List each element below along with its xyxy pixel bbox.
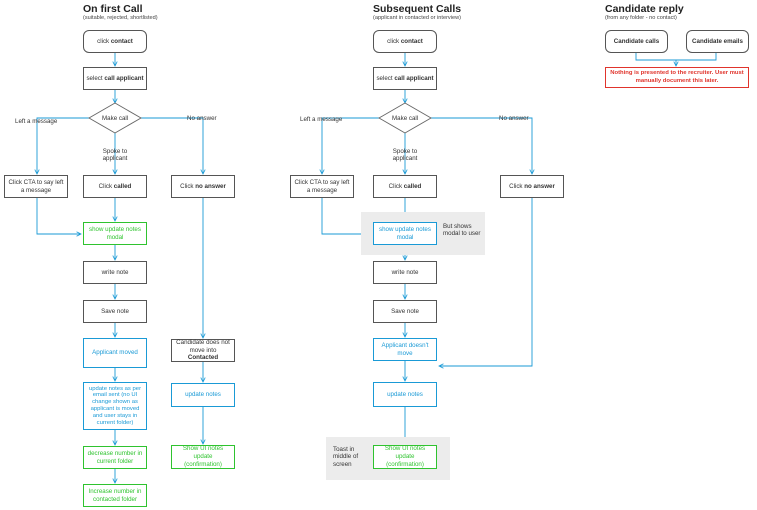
click-contact-step: click contact bbox=[373, 30, 437, 53]
update-notes-step: update notes bbox=[373, 382, 437, 407]
update-notes-step: update notes bbox=[171, 383, 235, 407]
modal-note: But shows modal to user bbox=[443, 223, 481, 238]
candidate-emails-step: Candidate emails bbox=[686, 30, 749, 53]
select-call-applicant-step: select call applicant bbox=[83, 67, 147, 90]
write-note-step: write note bbox=[83, 261, 147, 284]
select-call-applicant-step: select call applicant bbox=[373, 67, 437, 90]
applicant-doesnt-move-step: Applicant doesn't move bbox=[373, 338, 437, 361]
candidate-reply-title: Candidate reply bbox=[605, 3, 684, 15]
subsequent-calls-subtitle: (applicant in contacted or interview) bbox=[373, 15, 461, 21]
connector bbox=[36, 198, 81, 234]
click-called-step: Click called bbox=[373, 175, 437, 198]
connector bbox=[322, 117, 379, 174]
show-update-notes-modal-step: show update notes modal bbox=[83, 222, 147, 245]
click-called-step: Click called bbox=[83, 175, 147, 198]
write-note-step: write note bbox=[373, 261, 437, 284]
cta-left-message-step: Click CTA to say left a message bbox=[290, 175, 354, 198]
connector bbox=[37, 117, 89, 174]
connector bbox=[676, 53, 717, 66]
show-ui-notes-update-step: Show UI notes update (confirmation) bbox=[171, 445, 235, 469]
show-ui-notes-update-step: Show UI notes update (confirmation) bbox=[373, 445, 437, 469]
candidate-reply-subtitle: (from any folder - no contact) bbox=[605, 15, 677, 21]
spoke-to-applicant-label: Spoke to applicant bbox=[392, 148, 418, 162]
left-message-label: Left a message bbox=[15, 118, 58, 125]
decrease-number-step: decrease number in current folder bbox=[83, 446, 147, 469]
save-note-step: Save note bbox=[373, 300, 437, 323]
left-message-label: Left a message bbox=[300, 116, 343, 123]
make-call-label: Make call bbox=[392, 115, 419, 122]
applicant-moved-step: Applicant moved bbox=[83, 338, 147, 368]
make-call-diamond bbox=[378, 102, 432, 134]
candidate-not-moved-step: Candidate does not move into Contacted bbox=[171, 339, 235, 362]
no-answer-label: No answer bbox=[187, 115, 217, 122]
first-call-title: On first Call bbox=[83, 3, 143, 15]
click-no-answer-step: Click no answer bbox=[500, 175, 564, 198]
subsequent-calls-title: Subsequent Calls bbox=[373, 3, 462, 15]
nothing-presented-warning: Nothing is presented to the recruiter. U… bbox=[605, 67, 749, 88]
save-note-step: Save note bbox=[83, 300, 147, 323]
click-contact-step: click contact bbox=[83, 30, 147, 53]
first-call-subtitle: (suitable, rejected, shortlisted) bbox=[83, 15, 158, 21]
update-notes-email-step: update notes as per email sent (no UI ch… bbox=[83, 382, 147, 430]
connector bbox=[635, 53, 676, 61]
cta-left-message-step: Click CTA to say left a message bbox=[4, 175, 68, 198]
candidate-calls-step: Candidate calls bbox=[605, 30, 668, 53]
connector bbox=[431, 117, 532, 174]
increase-number-step: Increase number in contacted folder bbox=[83, 484, 147, 507]
make-call-diamond bbox=[88, 102, 142, 134]
click-no-answer-step: Click no answer bbox=[171, 175, 235, 198]
show-update-notes-modal-step: show update notes modal bbox=[373, 222, 437, 245]
connector bbox=[141, 117, 203, 174]
connector bbox=[321, 198, 371, 234]
toast-note: Toast in middle of screen bbox=[333, 446, 359, 468]
make-call-label: Make call bbox=[102, 115, 129, 122]
no-answer-label: No answer bbox=[499, 115, 529, 122]
spoke-to-applicant-label: Spoke to applicant bbox=[102, 148, 128, 162]
connector bbox=[439, 198, 533, 366]
